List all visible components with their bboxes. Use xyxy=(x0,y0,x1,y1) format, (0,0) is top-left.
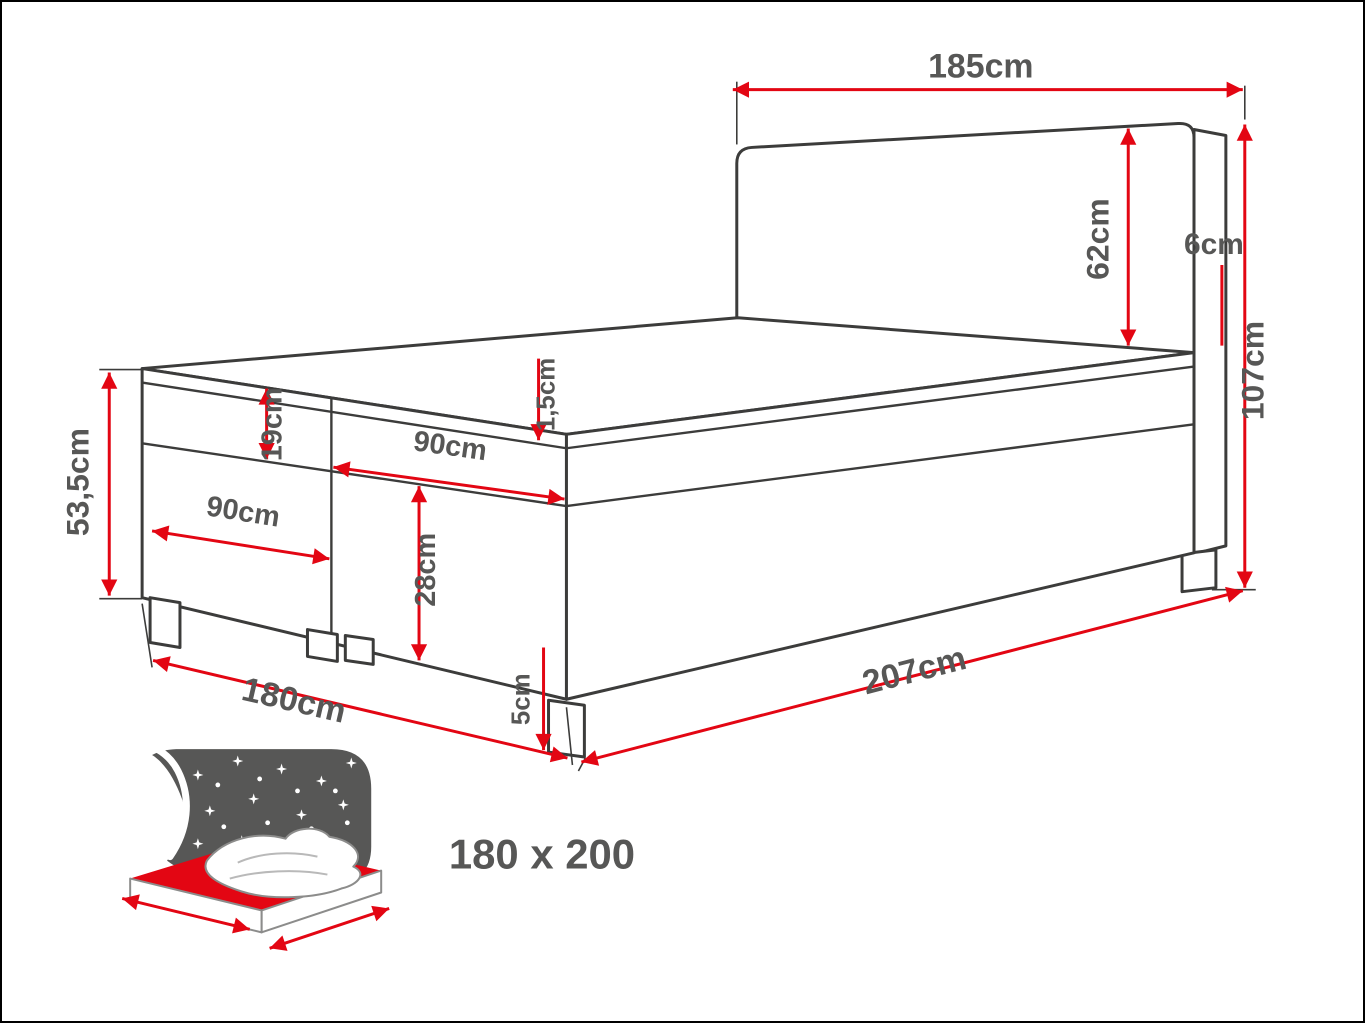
topper-seam-front xyxy=(566,365,1195,450)
duvet xyxy=(204,827,362,899)
leg xyxy=(305,628,339,663)
length-arrow xyxy=(269,905,390,951)
leg xyxy=(148,596,182,649)
dim-base-height-label: 28cm xyxy=(410,533,442,607)
dim-headboard-width: 185cm xyxy=(732,48,1246,145)
dim-side-height: 53,5cm xyxy=(59,368,143,600)
dim-side-height-label: 53,5cm xyxy=(59,428,95,536)
dim-headboard-thickness: 6cm xyxy=(1184,228,1244,346)
dim-mattress-height-label: 19cm xyxy=(257,387,289,461)
dim-headboard-height-label: 62cm xyxy=(1079,198,1115,279)
dim-width-label: 180cm xyxy=(238,670,349,731)
topper-seam-foot xyxy=(141,381,567,450)
dim-total-height: 107cm xyxy=(1211,124,1271,591)
dim-leg-height: 5cm xyxy=(508,647,552,751)
bed-drawing xyxy=(140,122,1228,759)
dim-headboard-height: 62cm xyxy=(1079,128,1137,346)
width-arrow xyxy=(121,894,251,934)
headboard-front-face xyxy=(735,122,1196,356)
dim-topper: 1,5cm xyxy=(530,358,561,441)
size-badge: 180 x 200 xyxy=(121,745,635,951)
dim-headboard-width-label: 185cm xyxy=(928,48,1033,86)
dim-length-label: 207cm xyxy=(859,639,971,702)
dim-total-height-label: 107cm xyxy=(1235,321,1271,420)
dim-mattress-height: 19cm xyxy=(257,387,289,461)
mattress-base-seam-front xyxy=(566,423,1195,508)
dim-base-height: 28cm xyxy=(410,486,442,661)
bed-icon xyxy=(121,827,390,951)
leg xyxy=(1180,548,1218,594)
dim-headboard-thickness-label: 6cm xyxy=(1184,228,1244,261)
dim-topper-label: 1,5cm xyxy=(533,358,561,431)
dim-leg-height-label: 5cm xyxy=(508,673,536,725)
leg xyxy=(343,634,375,666)
size-badge-label: 180 x 200 xyxy=(449,831,635,878)
